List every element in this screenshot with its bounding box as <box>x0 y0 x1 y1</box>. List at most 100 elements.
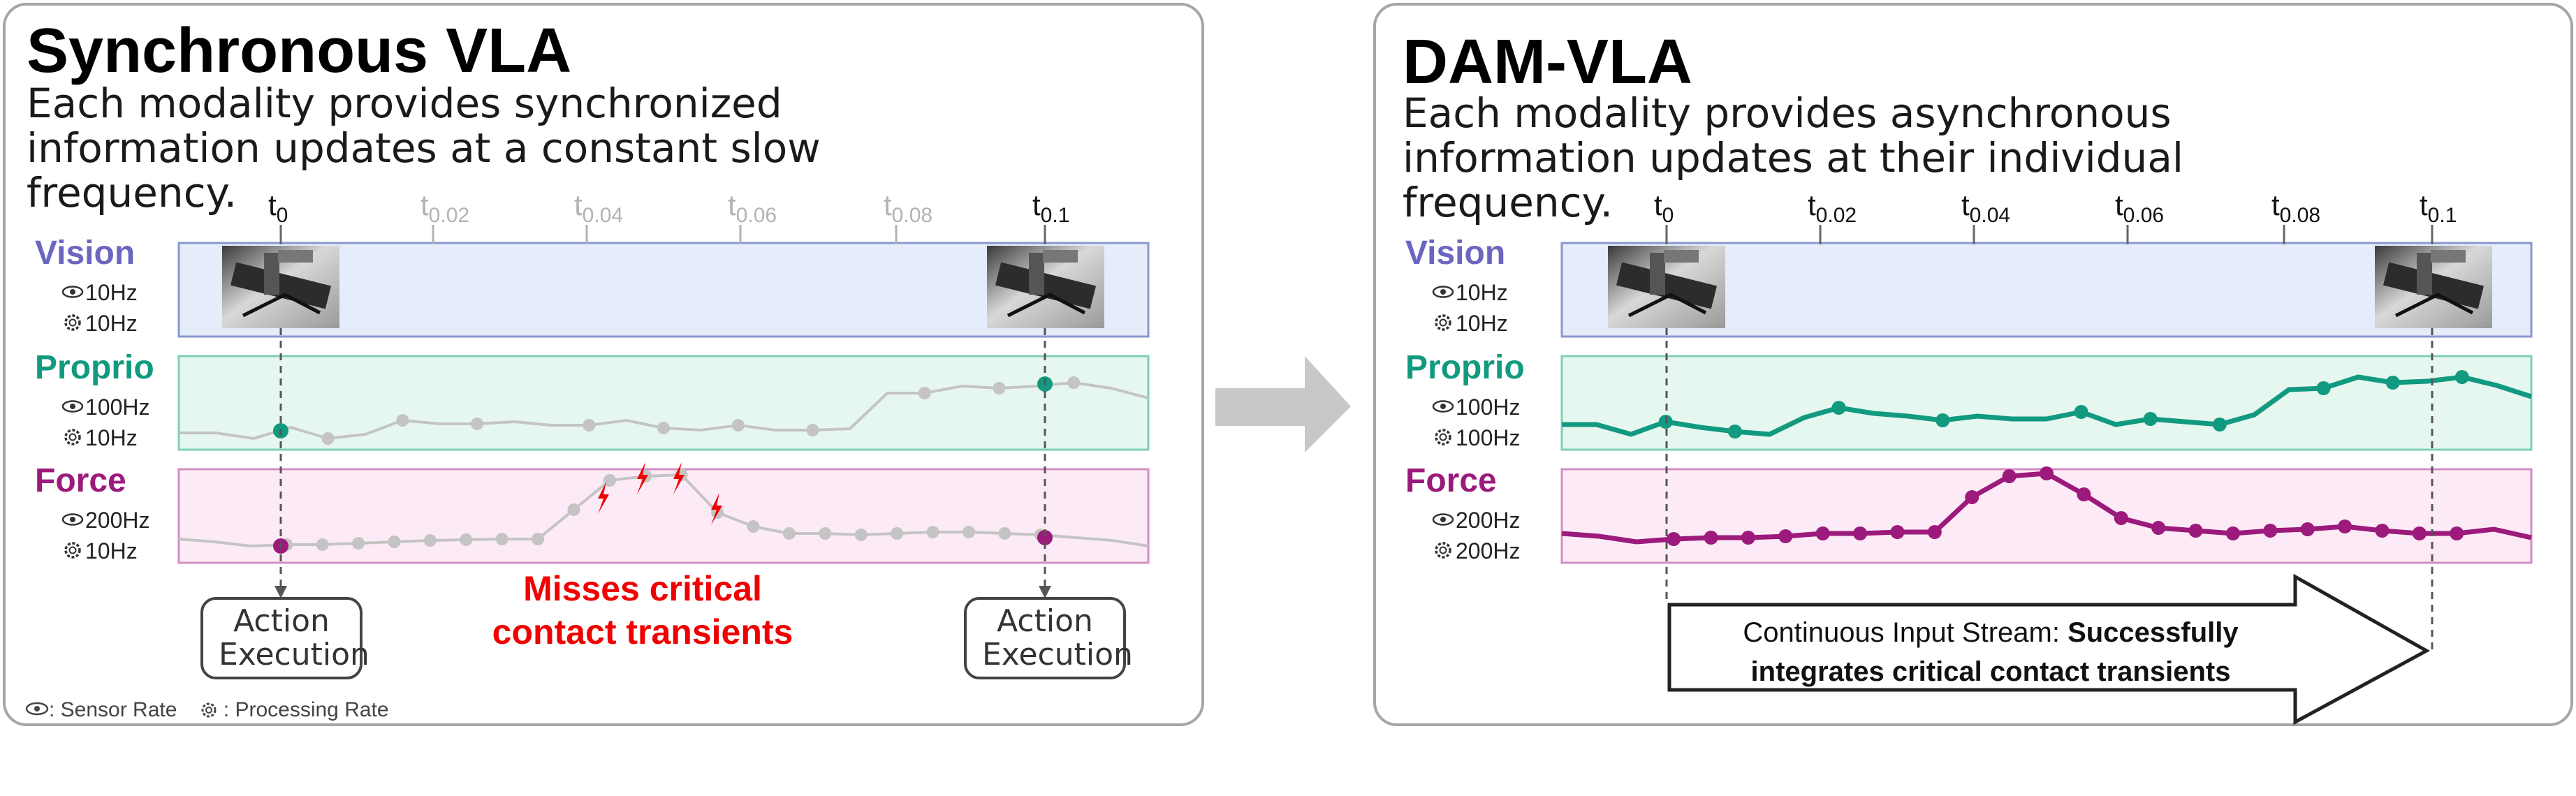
force-sample-point <box>962 526 975 538</box>
robot-camera-frame <box>987 246 1104 328</box>
gear-icon <box>1435 314 1451 331</box>
left-title: Synchronous VLA <box>27 16 572 86</box>
action-execution-box-t01: Action Execution <box>964 597 1133 679</box>
eye-icon <box>1432 400 1454 413</box>
proprio-sample-point <box>1067 376 1081 389</box>
eye-icon <box>61 513 84 526</box>
force-sample-point <box>2188 524 2203 538</box>
force-sample-point <box>352 537 365 550</box>
gear-hub <box>68 318 77 327</box>
robot-arm-joint <box>2431 250 2466 263</box>
proprio-sample-point <box>1935 413 1950 427</box>
proprio-sample-point <box>471 418 484 430</box>
action-execution-label: Action Execution <box>982 603 1133 672</box>
eye-pupil <box>70 404 75 409</box>
force-sample-point <box>1853 526 1868 540</box>
eye-pupil <box>70 289 75 295</box>
time-tick-label: t0.1 <box>2420 189 2457 227</box>
eye-pupil <box>1440 404 1446 409</box>
force-sample-point <box>2300 522 2315 536</box>
sensor-rate: 200Hz <box>85 508 150 533</box>
force-sample-point <box>2002 469 2017 483</box>
force-sample-point <box>567 503 580 516</box>
gear-teeth <box>1435 542 1451 559</box>
proprio-sample-point <box>1727 425 1742 438</box>
force-sample-point <box>532 533 545 545</box>
time-tick-label: t0 <box>1654 189 1674 227</box>
force-band <box>1560 468 2533 564</box>
force-sample-point <box>2338 519 2352 533</box>
force-sample-point <box>2225 526 2240 540</box>
table-surface <box>2383 262 2484 309</box>
proprio-sample-point <box>2385 376 2400 390</box>
force-signal-line <box>178 473 1149 548</box>
eye-pupil <box>70 517 75 522</box>
warning-text: Misses critical contact transients <box>492 569 793 651</box>
proprio-sample-point <box>2074 405 2088 419</box>
proprio-sample-point <box>2316 381 2331 395</box>
lightning-icon <box>637 462 648 494</box>
force-band <box>177 468 1150 564</box>
gear-icon <box>1435 429 1451 445</box>
force-sample-point <box>2450 526 2464 540</box>
time-tick-label: t0.04 <box>1961 189 2010 227</box>
lightning-icon <box>598 482 609 514</box>
proprio-sample-point <box>731 419 745 432</box>
table-surface <box>230 262 332 309</box>
force-sample-point <box>998 527 1011 540</box>
gear-hub <box>1439 546 1447 554</box>
row-label-force: Force <box>1405 462 1497 499</box>
eye-outline <box>1432 513 1454 526</box>
robot-arm <box>1650 253 1665 295</box>
time-tick-label: t0.06 <box>2115 189 2164 227</box>
eye-pupil <box>1440 517 1446 522</box>
time-tick-label: t0.06 <box>728 189 777 227</box>
right-subtitle: Each modality provides asynchronous info… <box>1403 89 2183 226</box>
processing-rate: 10Hz <box>85 425 138 450</box>
time-tick-label: t0 <box>268 189 288 227</box>
force-sample-point <box>495 533 508 545</box>
time-tick-label: t0.02 <box>1808 189 1857 227</box>
input-stream-prefix: Continuous Input Stream: <box>1743 617 2068 648</box>
force-sample-point <box>2114 511 2128 525</box>
force-sample-point <box>819 527 832 540</box>
proprio-sample-point <box>2143 412 2158 426</box>
eye-icon <box>61 400 84 413</box>
time-tick-label: t0.08 <box>884 189 932 227</box>
gear-icon <box>198 695 224 722</box>
proprio-sample-point <box>918 387 931 399</box>
left-subtitle: Each modality provides synchronized info… <box>27 80 821 216</box>
table-surface <box>1616 262 1718 309</box>
table-surface <box>995 262 1097 309</box>
right-title: DAM-VLA <box>1403 27 1692 97</box>
force-sample-point <box>2412 526 2427 540</box>
robot-camera-frame <box>2375 246 2492 328</box>
gear-icon <box>1435 542 1451 559</box>
proprio-sample-point <box>806 424 819 436</box>
eye-outline <box>61 400 84 413</box>
force-sample-point <box>1965 490 1979 504</box>
robot-arm-joint <box>278 250 313 263</box>
force-sample-point <box>891 527 904 540</box>
vision-band <box>177 242 1150 338</box>
object-shadow <box>1627 293 1707 318</box>
gear-teeth <box>64 314 81 331</box>
gear-hub <box>68 433 77 441</box>
force-sample-point <box>1927 525 1942 539</box>
force-sample-point <box>388 536 401 548</box>
sensor-rate: 10Hz <box>1456 280 1508 305</box>
force-sample-point <box>2151 521 2166 535</box>
action-execution-box-t0: Action Execution <box>200 597 369 679</box>
gear-hub <box>1439 433 1447 441</box>
robot-camera-frame <box>222 246 339 328</box>
force-sample-point <box>1890 525 1905 539</box>
lightning-icon <box>673 462 685 494</box>
eye-icon <box>1432 513 1454 526</box>
legend-processing-label: : Processing Rate <box>223 698 389 721</box>
force-sample-point <box>1667 532 1681 546</box>
processing-rate: 10Hz <box>1456 311 1508 336</box>
row-label-vision: Vision <box>1405 235 1505 272</box>
proprio-signal-line <box>1562 374 2533 437</box>
gear-teeth <box>64 542 81 559</box>
